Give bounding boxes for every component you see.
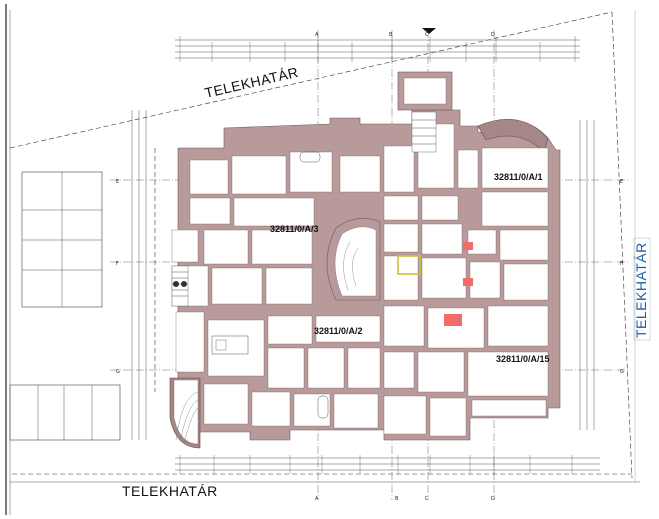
dimension-chain-right (579, 120, 595, 430)
plot-boundary-top (9, 11, 613, 149)
north-marker-icon (422, 28, 436, 34)
bathtub (299, 151, 321, 163)
stair-left (171, 265, 189, 307)
axis-label-left-e: E (116, 179, 119, 185)
axis-label-bottom-d: D (491, 496, 495, 502)
axis-label-right-e: E (620, 179, 623, 185)
rooms (171, 123, 549, 437)
boundary-label-right-frame (633, 237, 651, 341)
dimension-chain-top (175, 28, 580, 62)
unit-label-1: 32811/0/A/1 (494, 172, 543, 182)
kitchen-block (211, 335, 249, 355)
red-marker-3 (444, 314, 462, 326)
unit-label-3: 32811/0/A/3 (270, 224, 319, 234)
boundary-label-right: TELEKHATÁR (633, 242, 649, 338)
rotunda (326, 217, 381, 301)
axis-label-right-g: G (620, 369, 624, 375)
axis-label-top-d: D (491, 32, 495, 38)
red-marker-2 (463, 278, 473, 286)
axis-label-bottom-a: A (315, 496, 319, 502)
axis-label-bottom-c: C (425, 496, 429, 502)
entrance-portico (397, 71, 453, 153)
axis-label-top-a: A (315, 32, 319, 38)
boundary-label-bottom: TELEKHATÁR (122, 483, 218, 499)
unit-label-2: 32811/0/A/2 (314, 326, 363, 336)
axis-label-top-c: C (425, 32, 429, 38)
red-marker-1 (463, 242, 473, 250)
axis-label-top-b: B (389, 32, 393, 38)
axis-label-bottom-b: B (395, 496, 399, 502)
dimension-chain-bottom (175, 455, 600, 474)
yellow-marker (397, 255, 421, 275)
axis-label-right-f: F (620, 261, 623, 267)
plot-boundary-right (611, 11, 633, 479)
neighbour-building (9, 171, 121, 441)
dimension-chain-left (131, 110, 147, 440)
axis-label-left-f: F (116, 261, 119, 267)
unit-label-15: 32811/0/A/15 (496, 354, 550, 364)
axis-label-left-g: G (116, 369, 120, 375)
bathtub-lower (317, 395, 329, 419)
